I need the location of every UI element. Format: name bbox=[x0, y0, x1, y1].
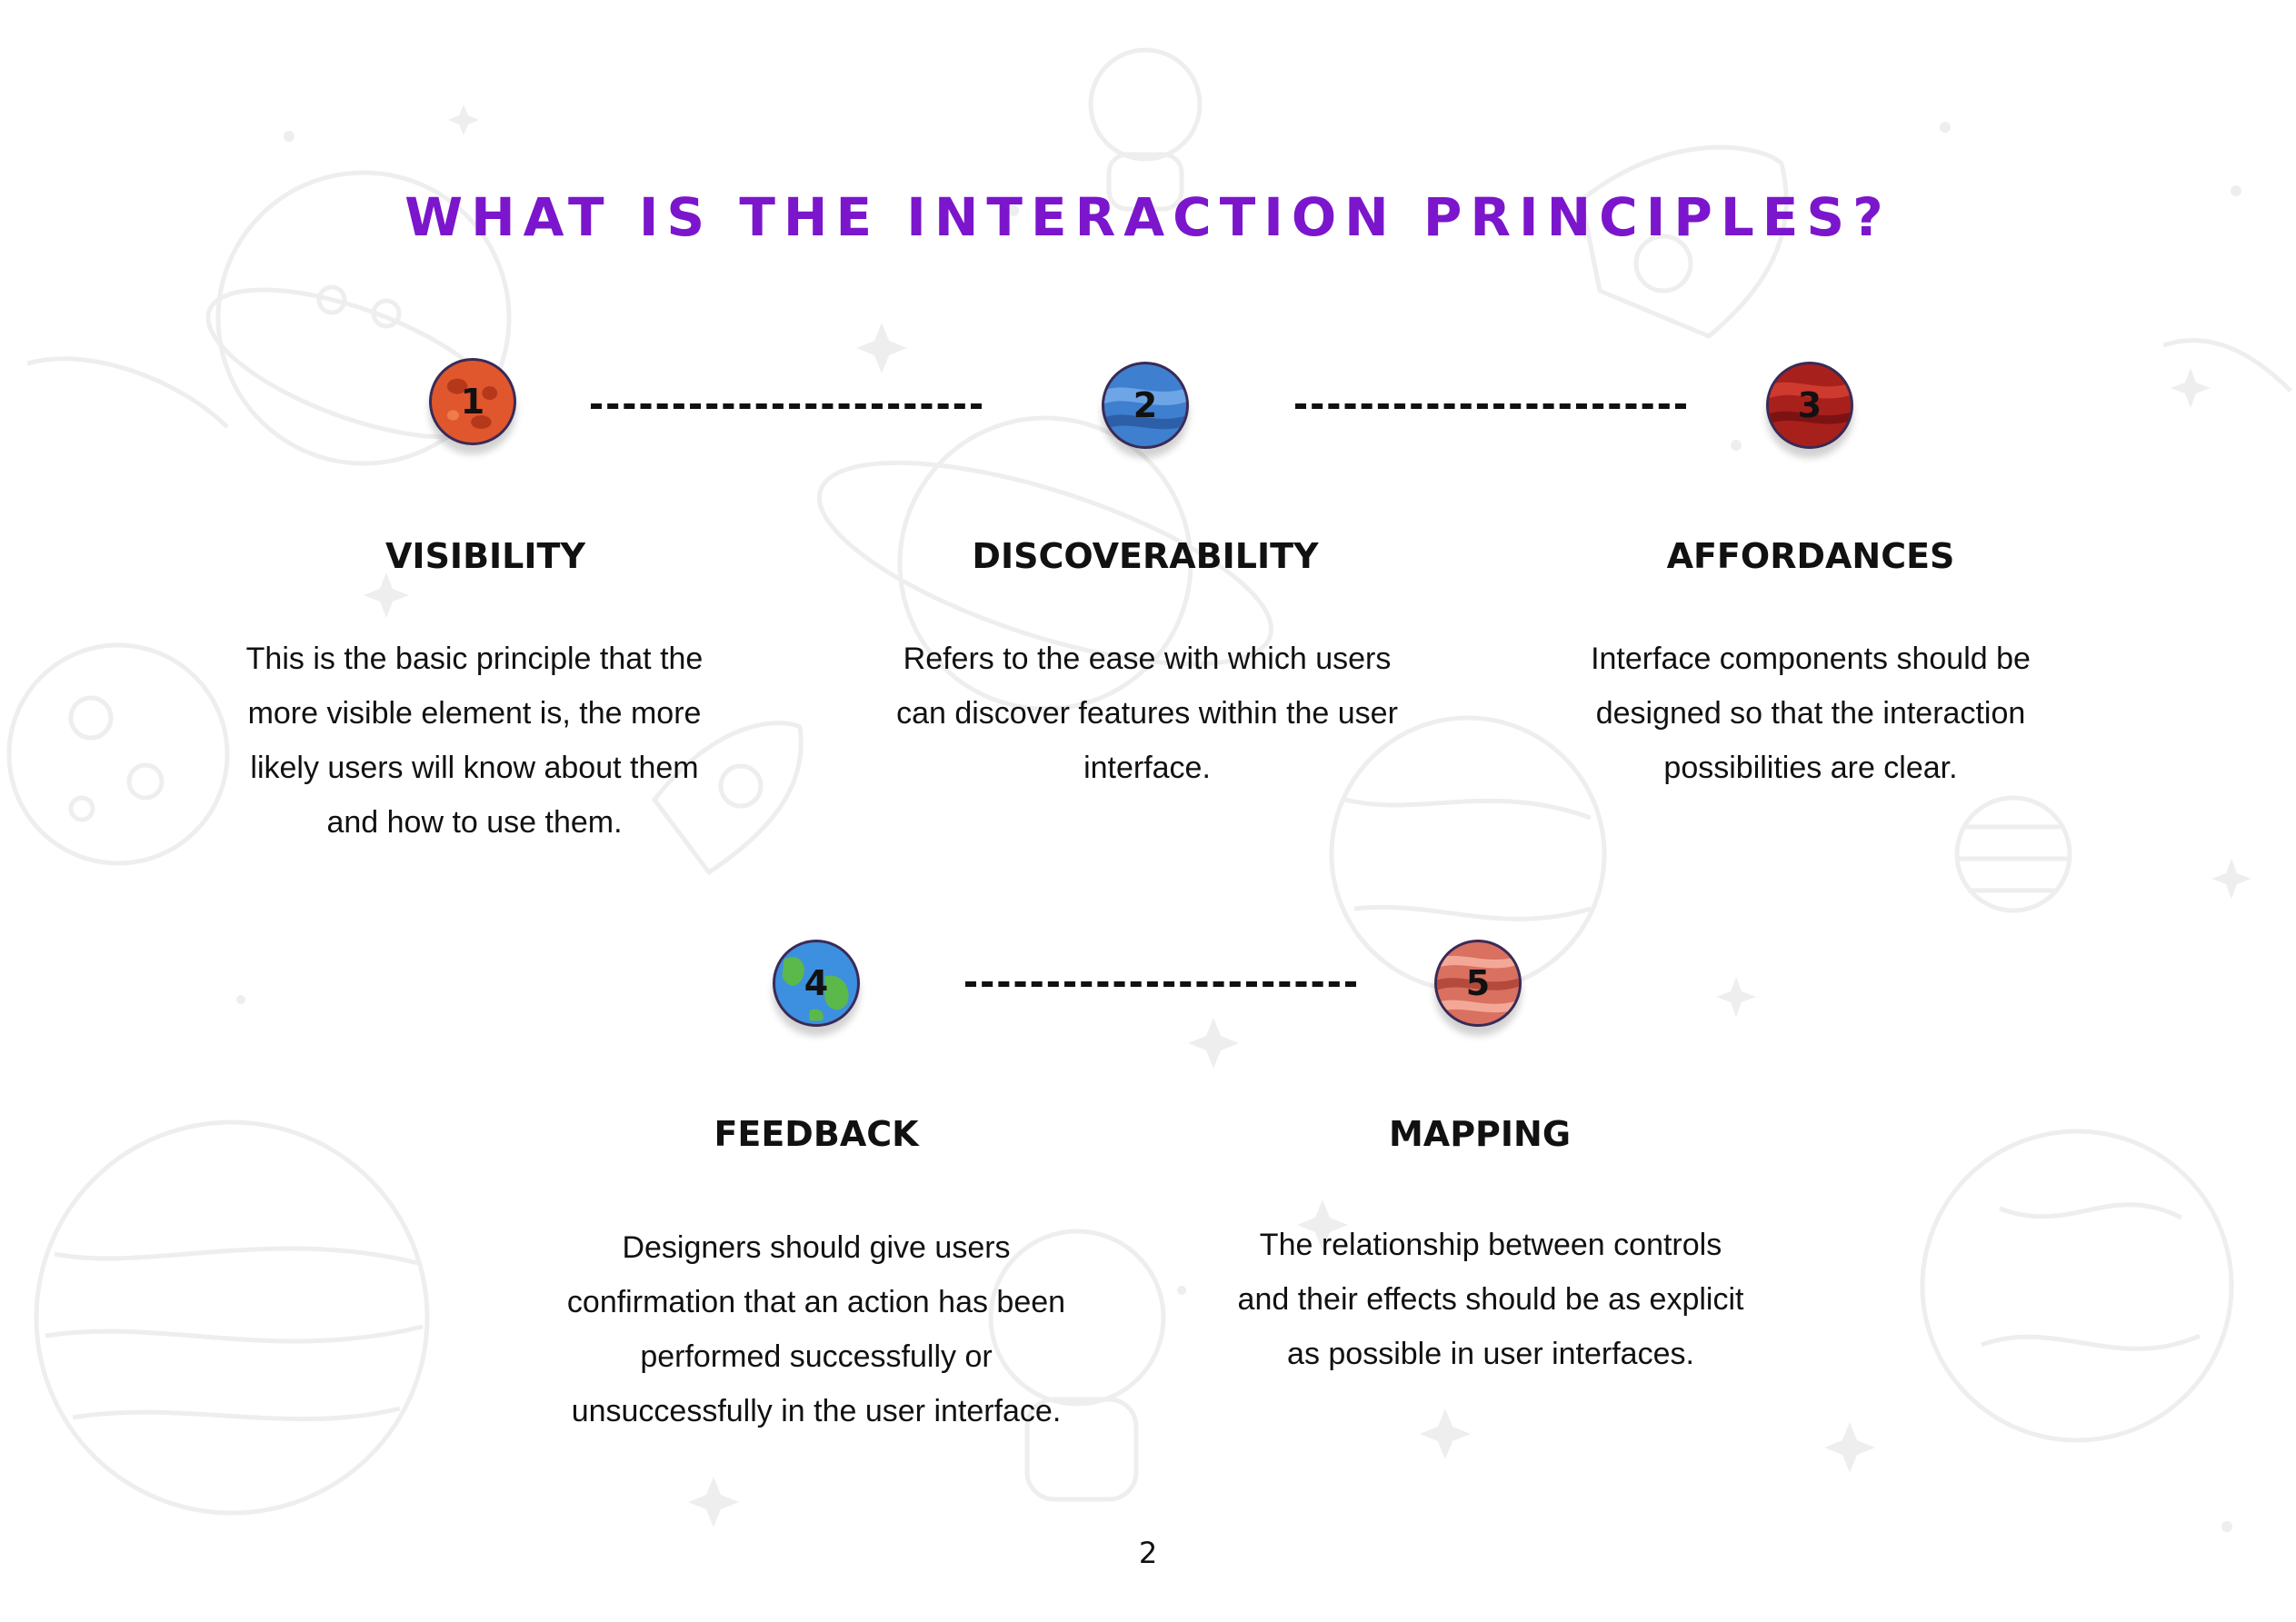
heading-affordances: AFFORDANCES bbox=[1666, 536, 1955, 576]
description-line: and how to use them. bbox=[326, 805, 623, 840]
page-title: WHAT IS THE INTERACTION PRINCIPLES? bbox=[404, 186, 1892, 248]
description-line: Refers to the ease with which users bbox=[903, 642, 1392, 676]
heading-discoverability: DISCOVERABILITY bbox=[972, 536, 1319, 576]
description-line: and their effects should be as explicit bbox=[1237, 1282, 1744, 1317]
jupiter-outline-icon bbox=[34, 1119, 430, 1516]
description-line: can discover features within the user bbox=[896, 696, 1398, 731]
description-line: Designers should give users bbox=[622, 1230, 1011, 1265]
step-number-2: 2 bbox=[1133, 385, 1158, 425]
earth-planet-icon: 4 bbox=[773, 940, 860, 1027]
striped-planet-outline-icon bbox=[1954, 795, 2072, 913]
description-line: unsuccessfully in the user interface. bbox=[571, 1394, 1062, 1428]
jupiter-planet-icon: 5 bbox=[1434, 940, 1522, 1027]
description-visibility: This is the basic principle that the mor… bbox=[202, 632, 747, 850]
description-line: performed successfully or bbox=[640, 1339, 993, 1374]
description-line: confirmation that an action has been bbox=[566, 1285, 1066, 1319]
description-line: Interface components should be bbox=[1591, 642, 2031, 676]
description-line: interface. bbox=[1083, 751, 1211, 785]
step-number-3: 3 bbox=[1797, 385, 1822, 425]
red-planet-icon: 3 bbox=[1766, 362, 1853, 449]
moon-outline-icon bbox=[6, 642, 230, 866]
description-line: more visible element is, the more bbox=[247, 696, 702, 731]
heading-feedback: FEEDBACK bbox=[714, 1114, 919, 1154]
rocket-small-outline-icon bbox=[651, 721, 804, 876]
description-discoverability: Refers to the ease with which users can … bbox=[874, 632, 1420, 795]
ringed-planet-outline-icon bbox=[816, 415, 1274, 711]
astronaut-bottom-outline-icon bbox=[988, 1229, 1166, 1502]
description-line: as possible in user interfaces. bbox=[1287, 1337, 1694, 1371]
description-line: likely users will know about them bbox=[250, 751, 699, 785]
connector-2-3 bbox=[1295, 403, 1686, 409]
description-line: The relationship between controls bbox=[1259, 1228, 1722, 1262]
description-line: This is the basic principle that the bbox=[245, 642, 704, 676]
neptune-planet-icon: 2 bbox=[1102, 362, 1189, 449]
step-number-4: 4 bbox=[804, 963, 829, 1003]
heading-mapping: MAPPING bbox=[1388, 1114, 1572, 1154]
connector-1-2 bbox=[591, 403, 982, 409]
description-affordances: Interface components should be designed … bbox=[1538, 632, 2083, 795]
mars-planet-icon: 1 bbox=[429, 358, 516, 445]
connector-4-5 bbox=[965, 981, 1356, 987]
heading-visibility: VISIBILITY bbox=[385, 536, 585, 576]
planet-bottom-right-outline-icon bbox=[1920, 1129, 2234, 1443]
rocket-outline-icon bbox=[1579, 144, 1789, 339]
page-number: 2 bbox=[1138, 1536, 1158, 1570]
description-line: possibilities are clear. bbox=[1663, 751, 1958, 785]
description-feedback: Designers should give users confirmation… bbox=[544, 1220, 1089, 1438]
description-line: designed so that the interaction bbox=[1595, 696, 2026, 731]
step-number-5: 5 bbox=[1465, 963, 1491, 1003]
astronaut-outline-icon bbox=[1088, 47, 1203, 212]
description-mapping: The relationship between controls and th… bbox=[1218, 1218, 1763, 1381]
step-number-1: 1 bbox=[460, 382, 485, 422]
